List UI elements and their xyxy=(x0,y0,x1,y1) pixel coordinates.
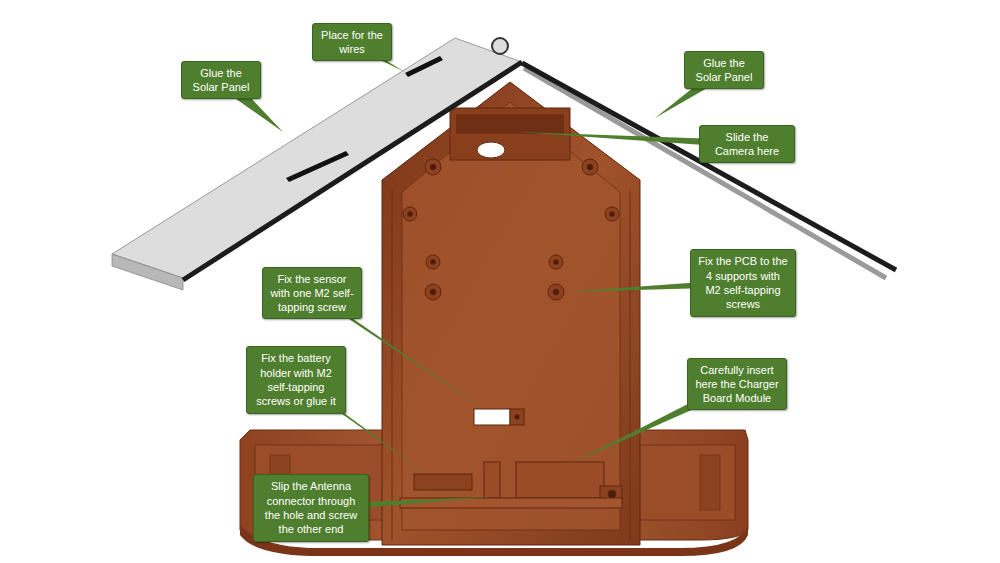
callout-text: Carefully insert here the Charger Board … xyxy=(694,363,780,406)
callout-box: Fix the battery holder with M2 self-tapp… xyxy=(246,346,346,413)
back-panel xyxy=(382,82,640,545)
callout-text: Glue the Solar Panel xyxy=(691,56,757,85)
callout-text: Fix the battery holder with M2 self-tapp… xyxy=(253,351,339,408)
callout-text: Fix the sensor with one M2 self-tapping … xyxy=(269,272,355,315)
sensor-mount xyxy=(474,409,524,425)
callout-tails xyxy=(212,44,747,512)
callout-box: Carefully insert here the Charger Board … xyxy=(687,358,787,411)
callout-box: Fix the sensor with one M2 self-tapping … xyxy=(262,267,362,320)
callout-text: Glue the Solar Panel xyxy=(188,66,254,95)
callout-text: Slide the Camera here xyxy=(706,130,788,159)
callout-box: Place for the wires xyxy=(312,23,392,62)
screw-supports xyxy=(403,159,619,300)
callout-box: Slide the Camera here xyxy=(699,125,795,164)
callout-box: Glue the Solar Panel xyxy=(181,61,261,100)
callout-text: Place for the wires xyxy=(319,28,385,57)
solar-roof-right xyxy=(522,63,896,278)
callout-box: Glue the Solar Panel xyxy=(684,51,764,90)
callout-box: Slip the Antenna connector through the h… xyxy=(253,474,369,541)
callout-text: Slip the Antenna connector through the h… xyxy=(260,479,362,536)
solar-roof-left xyxy=(112,38,522,290)
callout-text: Fix the PCB to the 4 supports with M2 se… xyxy=(697,254,789,311)
callout-box: Fix the PCB to the 4 supports with M2 se… xyxy=(690,249,796,316)
